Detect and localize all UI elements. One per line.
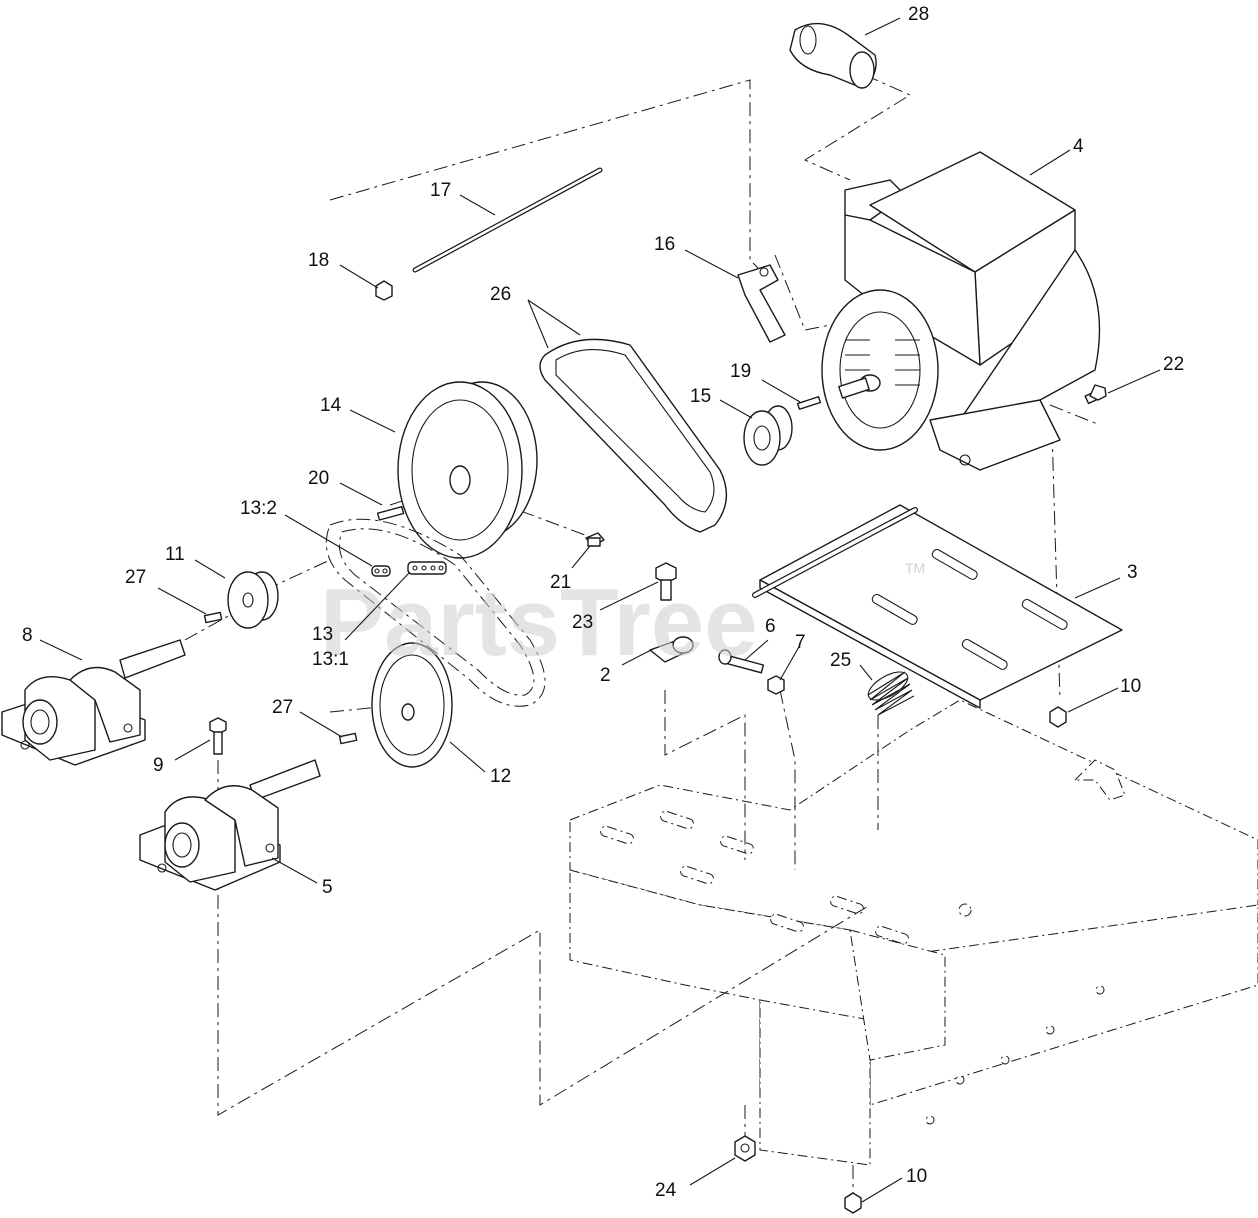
callout-3: 3 [1127, 562, 1138, 583]
callout-6: 6 [765, 616, 776, 637]
nut-part-10-lower[interactable] [844, 1192, 862, 1214]
rod-part-17[interactable] [412, 167, 603, 273]
motor-part-4[interactable] [821, 151, 1101, 471]
callout-15: 15 [690, 386, 711, 407]
callout-28: 28 [908, 4, 929, 25]
callout-19: 19 [730, 361, 751, 382]
chain-link-part-13-2[interactable] [371, 565, 391, 577]
base-frame [569, 699, 1258, 1166]
clip-part-2[interactable] [649, 636, 694, 663]
nut-part-10-upper[interactable] [1049, 706, 1067, 728]
callout-12: 12 [490, 766, 511, 787]
callout-27-upper: 27 [125, 567, 146, 588]
nut-part-7[interactable] [767, 675, 785, 695]
screw-part-21[interactable] [585, 532, 605, 547]
belt-part-26[interactable] [539, 338, 728, 533]
callout-18: 18 [308, 250, 329, 271]
callout-9: 9 [153, 755, 164, 776]
callout-20: 20 [308, 468, 329, 489]
callout-labels: 28 4 17 18 16 26 22 19 14 15 20 13:2 11 … [22, 4, 1184, 1201]
key-part-20[interactable] [376, 506, 405, 521]
small-pulley-part-15[interactable] [743, 405, 793, 466]
callout-13: 13 [312, 624, 333, 645]
callout-14: 14 [320, 395, 342, 416]
bolt-part-23[interactable] [655, 562, 677, 601]
bolt-part-9[interactable] [209, 717, 227, 755]
nut-part-24[interactable] [734, 1135, 756, 1162]
capacitor-part-28[interactable] [789, 22, 877, 89]
sprocket-part-11[interactable] [227, 571, 279, 629]
callout-24: 24 [655, 1180, 677, 1201]
bracket-part-16[interactable] [737, 264, 786, 343]
pillow-block-part-8[interactable] [1, 639, 186, 766]
callout-10-upper: 10 [1120, 676, 1141, 697]
callout-10-lower: 10 [906, 1166, 927, 1187]
pillow-block-part-5[interactable] [139, 759, 321, 891]
callout-17: 17 [430, 180, 451, 201]
callout-26: 26 [490, 284, 511, 305]
callout-11: 11 [165, 544, 185, 565]
callout-27-lower: 27 [272, 697, 293, 718]
callout-8: 8 [22, 625, 33, 646]
spring-part-25[interactable] [864, 666, 915, 716]
plate-part-3[interactable] [752, 504, 1123, 709]
callout-13-2: 13:2 [240, 498, 277, 519]
callout-4: 4 [1073, 136, 1084, 157]
key-part-27-upper[interactable] [203, 611, 223, 624]
chain-part-13[interactable] [325, 518, 546, 707]
large-pulley-part-14[interactable] [397, 381, 538, 559]
callout-23: 23 [572, 612, 593, 633]
key-part-27-lower[interactable] [338, 732, 358, 745]
key-part-19[interactable] [796, 396, 822, 410]
bolt-part-22[interactable] [1084, 384, 1107, 405]
sprocket-part-12[interactable] [371, 642, 453, 768]
svg-text:TM: TM [905, 560, 925, 576]
callout-22: 22 [1163, 354, 1184, 375]
leader-lines [39, 17, 1161, 1203]
callout-16: 16 [654, 234, 675, 255]
callout-2: 2 [600, 665, 611, 686]
bolt-part-6[interactable] [718, 649, 765, 674]
nut-part-18[interactable] [375, 280, 393, 301]
callout-25: 25 [830, 650, 851, 671]
callout-21: 21 [550, 572, 571, 593]
svg-text:PartsTree: PartsTree [320, 569, 758, 676]
chain-link-part-13-1[interactable] [407, 561, 447, 575]
callout-7: 7 [795, 632, 806, 653]
callout-5: 5 [322, 877, 333, 898]
callout-13-1: 13:1 [312, 649, 349, 670]
watermark: PartsTree TM [320, 560, 925, 676]
